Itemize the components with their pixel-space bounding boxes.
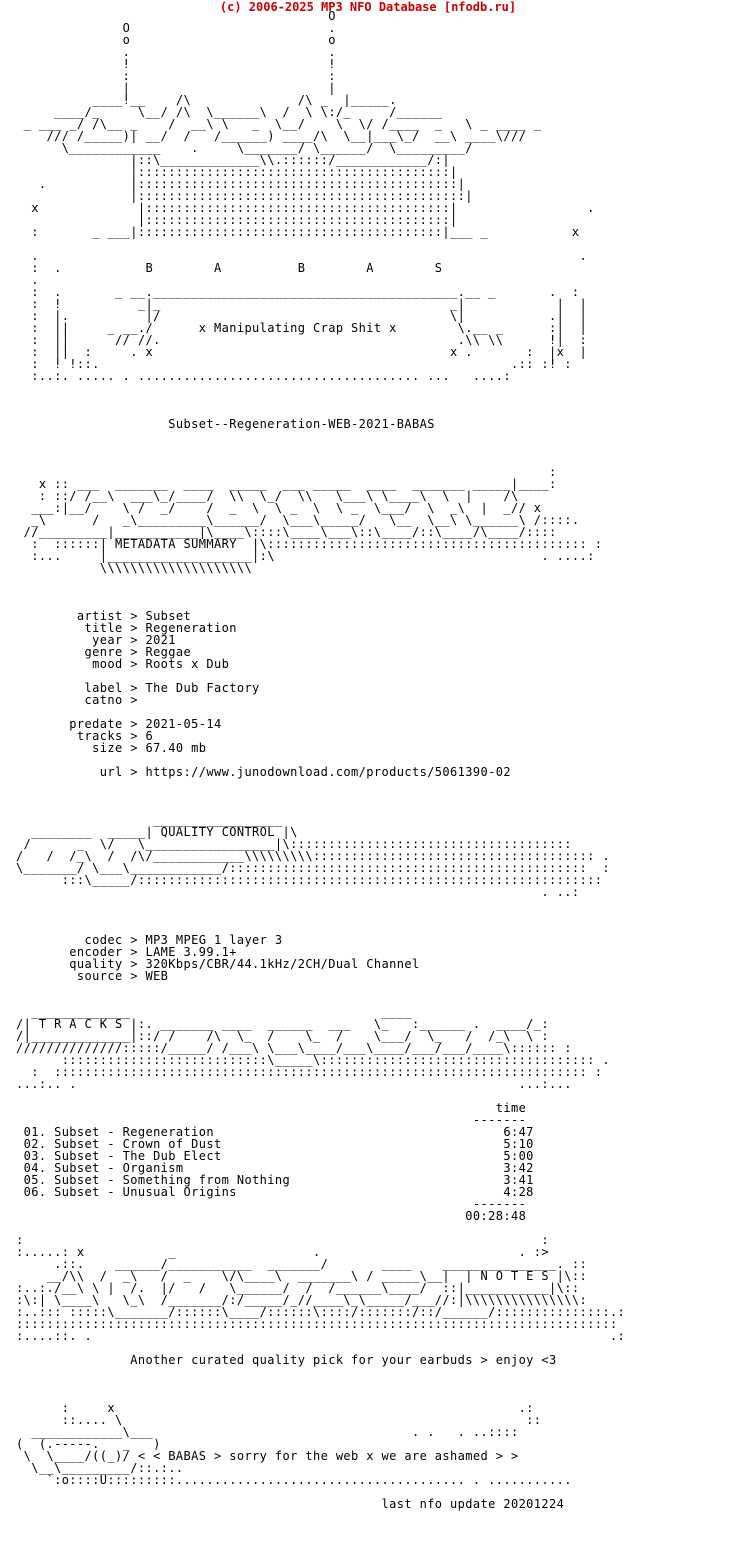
nfo-line: \____________ . \_______/ \______/ \____… bbox=[16, 141, 473, 155]
nfo-line: :.....: x _ . . :> bbox=[16, 1245, 550, 1259]
nfo-line: : ::::::::::::::::::::::::::::::::::::::… bbox=[16, 1065, 603, 1079]
nfo-line: 04. Subset - Organism 3:42 bbox=[16, 1161, 534, 1175]
nfo-line: _ ___ _/ /\__ _ / __\ \ _ \__/ \ \/ /___… bbox=[16, 117, 542, 131]
nfo-line: |:::::::::::::::::::::::::::::::::::::::… bbox=[16, 213, 458, 227]
nfo-line: |::\_____________\\.::::::/____________/… bbox=[16, 153, 451, 167]
nfo-line: //////////////:::::/_____/ /___\ \___\__… bbox=[16, 1041, 572, 1055]
nfo-line: time bbox=[16, 1101, 527, 1115]
nfo-line: / _ \/ \_________________|\:::::::::::::… bbox=[16, 837, 572, 851]
nfo-line: : || : . x x . : |x | bbox=[16, 345, 588, 359]
nfo-line: Another curated quality pick for your ea… bbox=[16, 1353, 557, 1367]
nfo-line: :... |___________________|:\ . ....: bbox=[16, 549, 595, 563]
nfo-line: : _ ___|::::::::::::::::::::::::::::::::… bbox=[16, 225, 580, 239]
nfo-line: : : bbox=[16, 69, 336, 83]
nfo-line: ! ! bbox=[16, 57, 336, 71]
nfo-line: ------- bbox=[16, 1113, 527, 1127]
nfo-line: codec > MP3 MPEG 1 layer 3 bbox=[16, 933, 283, 947]
nfo-line: _\ / _\_________\______/ \___\_____/ \__… bbox=[16, 513, 580, 527]
nfo-line: \__\_________/::.:.. bbox=[16, 1461, 184, 1475]
nfo-line: url > https://www.junodownload.com/produ… bbox=[16, 765, 511, 779]
nfo-line: 00:28:48 bbox=[16, 1209, 527, 1223]
nfo-line: :..::: :::::\_______/::::::\____/::::::\… bbox=[16, 1305, 626, 1319]
nfo-line: : . B A B A S bbox=[16, 261, 443, 275]
nfo-line: : . _ __._______________________________… bbox=[16, 285, 580, 299]
nfo-line: . . bbox=[16, 249, 588, 263]
nfo-line: . . bbox=[16, 45, 336, 59]
nfo-line: 02. Subset - Crown of Dust 5:10 bbox=[16, 1137, 534, 1151]
nfo-line: :::::::::::::::::::::::::::\_____\::::::… bbox=[16, 1053, 610, 1067]
nfo-text-block: O O . o o . . ! ! : bbox=[16, 10, 625, 1510]
nfo-line: ( (.-----. _ ) bbox=[16, 1437, 161, 1451]
nfo-line: o o bbox=[16, 33, 336, 47]
nfo-line: ::::::::::::::::::::::::::::::::::::::::… bbox=[16, 1317, 618, 1331]
nfo-line: : || // //. .\\ \\ !| : bbox=[16, 333, 588, 347]
nfo-line: x :: ___ _______ ____ _____ ___ _____ __… bbox=[16, 477, 557, 491]
nfo-line: \_______/ \___\____________/::::::::::::… bbox=[16, 861, 610, 875]
nfo-line: ____!__ /\ /\ _ |_____. bbox=[16, 93, 397, 107]
nfo-line: . |:::::::::::::::::::::::::::::::::::::… bbox=[16, 177, 466, 191]
nfo-line: :::\_____/::::::::::::::::::::::::::::::… bbox=[16, 873, 603, 887]
nfo-line: size > 67.40 mb bbox=[16, 741, 207, 755]
nfo-line: _________________ bbox=[16, 813, 283, 827]
nfo-line: /| T R A C K S |:. _______ ____ ______ _… bbox=[16, 1017, 550, 1031]
nfo-line: 01. Subset - Regeneration 6:47 bbox=[16, 1125, 534, 1139]
nfo-line: :....::. . .: bbox=[16, 1329, 626, 1343]
nfo-line: `:o::::U:::::::::.......................… bbox=[16, 1473, 572, 1487]
nfo-line: |:::::::::::::::::::::::::::::::::::::::… bbox=[16, 165, 458, 179]
nfo-line: :\:| \____\ \_\ /_______/:/_____/_//____… bbox=[16, 1293, 588, 1307]
nfo-line: / / /_\ / /\/____________\\\\\\\\\::::::… bbox=[16, 849, 610, 863]
nfo-line: ________ _____| QUALITY CONTROL |\ bbox=[16, 825, 298, 839]
nfo-line: source > WEB bbox=[16, 969, 169, 983]
nfo-line: .::. ______/___________ _______/ ____ __… bbox=[16, 1257, 588, 1271]
nfo-line: quality > 320Kbps/CBR/44.1kHz/2CH/Dual C… bbox=[16, 957, 420, 971]
nfo-line: genre > Reggae bbox=[16, 645, 192, 659]
nfo-line: __/\\ / _\ / _ \/\____\ _______\ / _____… bbox=[16, 1269, 588, 1283]
nfo-line: : || _ __./ x Manipulating Crap Shit x \… bbox=[16, 321, 588, 335]
nfo-line: x |:::::::::::::::::::::::::::::::::::::… bbox=[16, 201, 595, 215]
nfo-line: |:::::::::::::::::::::::::::::::::::::::… bbox=[16, 189, 473, 203]
nfo-line: //_________|___________|\____\::::\____\… bbox=[16, 525, 557, 539]
nfo-line: O . bbox=[16, 21, 336, 35]
nfo-line: mood > Roots x Dub bbox=[16, 657, 230, 671]
nfo-line: catno > bbox=[16, 693, 138, 707]
nfo-line: tracks > 6 bbox=[16, 729, 154, 743]
nfo-line: predate > 2021-05-14 bbox=[16, 717, 222, 731]
nfo-line: 03. Subset - The Dub Elect 5:00 bbox=[16, 1149, 534, 1163]
nfo-line: : |. |/ \| .| | bbox=[16, 309, 588, 323]
nfo-line: : bbox=[16, 465, 557, 479]
nfo-line: : ! _|_ _| | | bbox=[16, 297, 588, 311]
nfo-line: : x .: bbox=[16, 1401, 534, 1415]
nfo-line: . ..: bbox=[16, 885, 580, 899]
nfo-line: ::.... \ :: bbox=[16, 1413, 542, 1427]
nfo-line: 06. Subset - Unusual Origins 4:28 bbox=[16, 1185, 534, 1199]
nfo-line: encoder > LAME 3.99.1+ bbox=[16, 945, 237, 959]
nfo-line: /|_____________|::/ / /\ \_ / \_ / \___/… bbox=[16, 1029, 550, 1043]
nfo-line: O bbox=[16, 9, 336, 23]
nfo-line: : ! !::. .:: :! : bbox=[16, 357, 572, 371]
copyright-header: (c) 2006-2025 MP3 NFO Database [nfodb.ru… bbox=[219, 0, 517, 14]
nfo-line: ____/_ \__/ /\ \______\ / \ \:/_ /______ bbox=[16, 105, 443, 119]
nfo-line: | | bbox=[16, 81, 336, 95]
nfo-line: : ::::::| METADATA SUMMARY |\:::::::::::… bbox=[16, 537, 603, 551]
nfo-line: /// /_____)| __/ / /______) ____/\ \__|_… bbox=[16, 129, 527, 143]
nfo-line: : : bbox=[16, 1233, 550, 1247]
nfo-line: artist > Subset bbox=[16, 609, 192, 623]
nfo-line: _____________ ____ bbox=[16, 1005, 428, 1019]
nfo-line: last nfo update 20201224 bbox=[16, 1497, 565, 1511]
nfo-line: 05. Subset - Something from Nothing 3:41 bbox=[16, 1173, 534, 1187]
nfo-line: :..:./__\ \ | /. |/ / \______/ / /______… bbox=[16, 1281, 580, 1295]
nfo-line: ------- bbox=[16, 1197, 527, 1211]
nfo-line: ___:|__/ \ / _/ / _ \ \ _ \ \ _ \___/ \ … bbox=[16, 501, 542, 515]
nfo-line: \\\\\\\\\\\\\\\\\\\\ bbox=[16, 561, 253, 575]
nfo-line: . bbox=[16, 273, 39, 287]
nfo-line: label > The Dub Factory bbox=[16, 681, 260, 695]
nfo-line: ____________\___ . . . ..:::: bbox=[16, 1425, 519, 1439]
nfo-line: year > 2021 bbox=[16, 633, 176, 647]
nfo-line: : ::/ /__\ ___\_/____/ \\ \_/ \\ \___\ \… bbox=[16, 489, 519, 503]
nfo-line: title > Regeneration bbox=[16, 621, 237, 635]
nfo-line: ...:.. . ...:... bbox=[16, 1077, 572, 1091]
nfo-line: Subset--Regeneration-WEB-2021-BABAS bbox=[16, 417, 435, 431]
nfo-line: :..:. ..... . ..........................… bbox=[16, 369, 511, 383]
nfo-line: \ \____/((_)/ < < BABAS > sorry for the … bbox=[16, 1449, 519, 1463]
